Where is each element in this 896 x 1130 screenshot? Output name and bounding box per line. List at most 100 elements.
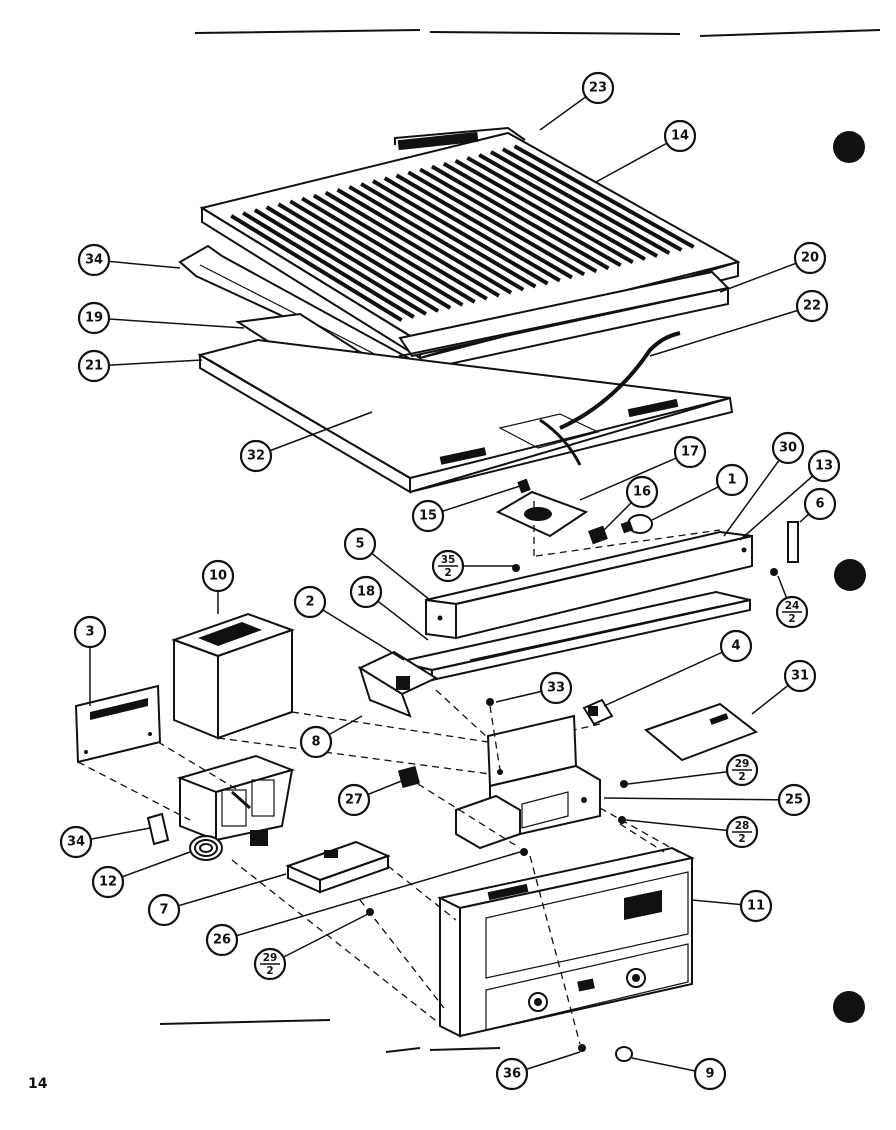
scan-artifacts [159,29,881,1053]
grille-slat [407,170,586,277]
callout-1: 1 [715,463,749,497]
callout-27: 27 [337,783,371,817]
callout-number: 6 [815,497,824,512]
grille-slat [242,211,415,319]
callout-circle [783,659,817,693]
callout-11: 11 [739,889,773,923]
callout-36: 36 [495,1057,529,1091]
bracket-7 [285,840,391,894]
callout-34: 34 [59,825,93,859]
callout-5: 5 [343,527,377,561]
callout-circle [411,499,445,533]
callout-number: 26 [213,933,231,948]
lower-panel [197,331,734,494]
callout-33: 33 [539,671,573,705]
shelf-grille-cover [199,126,741,360]
callout-number: 8 [311,735,320,750]
bracket-8 [357,650,439,718]
leader-line [649,305,813,357]
screw-24 [770,568,778,576]
callout-29: 292 [725,753,759,787]
callout-number: 23 [589,81,607,96]
callout-4: 4 [719,629,753,663]
leader-line [723,447,789,537]
leader-line [93,359,203,367]
callout-number: 34 [67,835,85,850]
callout-circle [807,449,841,483]
callout-7: 7 [147,893,181,927]
callout-number: 12 [99,875,117,890]
grille-slat [442,161,622,268]
callout-number: 21 [85,359,103,374]
callout-17: 17 [673,435,707,469]
grille-slat [277,202,452,310]
grille-slat [348,185,525,292]
screw-15 [517,478,531,494]
grille-slat [466,156,646,261]
grille-slat [383,176,561,283]
grille-slat [336,187,513,295]
leader-line [627,769,743,785]
page-number: 14 [28,1076,48,1092]
callout-26: 26 [205,923,239,957]
callout-number: 20 [801,251,819,266]
grille-slat [501,147,683,252]
grille-slat [301,196,476,304]
callout-number: 3 [85,625,94,640]
binder-hole [833,991,865,1023]
callout-number: 7 [159,903,168,918]
callout-circle [205,923,239,957]
callout-circle [715,463,749,497]
callout-12: 12 [91,865,125,899]
callout-circle [803,487,837,521]
callout-23: 23 [581,71,615,105]
callout-circle [495,1057,529,1091]
callout-number: 30 [779,441,797,456]
grille-slat [454,158,634,264]
thermostat-10 [171,612,295,740]
grille-slat [395,173,573,280]
callout-number: 4 [731,639,740,654]
callout-number: 27 [345,793,363,808]
callout-number: 29 [263,952,278,964]
leader-line [255,411,373,457]
callout-circle [73,615,107,649]
callout-circle [663,119,697,153]
callout-number: 13 [815,459,833,474]
screw-33 [486,698,494,706]
leader-line [603,797,795,801]
callout-6: 6 [803,487,837,521]
grille-slat [230,214,403,322]
control-housing [176,754,296,846]
callout-quantity: 2 [266,965,273,977]
callout-circle [793,241,827,275]
grille-slat [478,153,659,258]
callout-quantity: 2 [444,567,451,579]
label-plate-3 [74,684,162,764]
screw-29 [620,780,628,788]
leader-line [93,317,245,329]
callout-circle [299,725,333,759]
callout-circle [739,889,773,923]
callout-2: 2 [293,585,327,619]
callout-number: 15 [419,509,437,524]
callout-number: 1 [727,473,736,488]
callout-circle [777,783,811,817]
callout-number: 10 [209,569,227,584]
leader-line [579,451,691,501]
grille-slat [312,193,488,301]
callout-number: 33 [547,681,565,696]
leader-line [625,819,743,833]
callout-circle [91,865,125,899]
grille-slat [513,144,695,249]
callout-quantity: 2 [738,771,745,783]
callout-circle [625,475,659,509]
assembly-lines [77,689,683,1045]
callout-circle [77,243,111,277]
callout-number: 5 [355,537,364,552]
callout-number: 16 [633,485,651,500]
screw-35 [512,564,520,572]
lamp-socket-16 [588,525,608,545]
callout-circle [795,289,829,323]
